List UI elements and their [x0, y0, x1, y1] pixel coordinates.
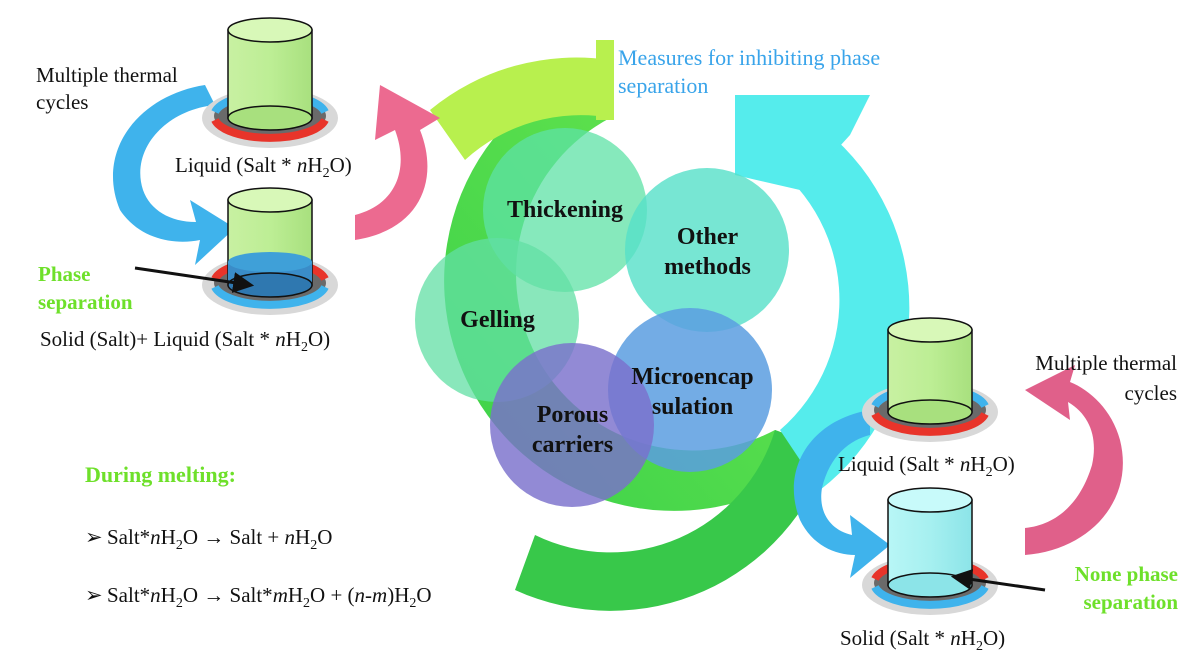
- left-multiple-cycles: Multiple thermal cycles: [36, 62, 178, 116]
- circle-other-methods: [625, 168, 789, 332]
- circle-porous-carriers: [490, 343, 654, 507]
- right-top-cylinder: [862, 317, 998, 442]
- left-multiple-line1: Multiple thermal: [36, 63, 178, 87]
- left-blue-curved-arrow: [112, 85, 235, 265]
- label-porous-line1: Porous: [536, 402, 609, 428]
- none-line2: separation: [1083, 590, 1179, 614]
- none-phase-separation-label: None phase separation: [1030, 560, 1178, 616]
- left-solid-liquid-label: Solid (Salt)+ Liquid (Salt * nH2O): [40, 327, 331, 356]
- none-phase-separation-pointer: [950, 569, 1046, 592]
- right-bottom-cylinder: [862, 487, 998, 615]
- melting-equation-1: ➢Salt*nH2O → Salt + nH2O: [85, 525, 333, 554]
- label-porous-carriers: Porous carriers: [500, 400, 645, 460]
- phase-separation-pointer: [134, 266, 255, 293]
- label-other-methods: Other methods: [640, 222, 775, 282]
- label-microencapsulation: Microencap sulation: [620, 362, 765, 422]
- phase-line1: Phase: [38, 262, 91, 286]
- ring-darkgreen-bottom: [515, 430, 830, 611]
- none-line1: None phase: [1074, 562, 1178, 586]
- phase-line2: separation: [38, 290, 133, 314]
- left-top-cylinder: [202, 17, 338, 148]
- ring-yellowgreen-top: [430, 57, 612, 160]
- measures-title: Measures for inhibiting phase separation: [618, 45, 881, 98]
- label-gelling: Gelling: [460, 307, 535, 333]
- method-circles: [415, 128, 789, 507]
- left-liquid-label: Liquid (Salt * nH2O): [175, 153, 352, 182]
- during-melting-title: During melting:: [85, 462, 236, 487]
- label-thickening: Thickening: [506, 197, 624, 223]
- right-multiple-cycles: Multiple thermal cycles: [992, 348, 1177, 408]
- label-other-line2: methods: [664, 254, 751, 280]
- left-pink-curved-arrow: [355, 85, 440, 240]
- phase-separation-label: Phase separation: [38, 260, 133, 316]
- right-liquid-label: Liquid (Salt * nH2O): [838, 452, 1015, 481]
- label-porous-line2: carriers: [531, 432, 614, 458]
- right-multiple-line1: Multiple thermal: [1035, 351, 1177, 375]
- bullet-arrow-icon: ➢: [85, 525, 103, 549]
- label-micro-line1: Microencap: [631, 364, 754, 390]
- ring-cyan-arrowhead: [735, 95, 870, 190]
- right-solid-label: Solid (Salt * nH2O): [840, 626, 1006, 655]
- label-micro-line2: sulation: [651, 394, 734, 420]
- label-other-line1: Other: [676, 224, 739, 250]
- right-multiple-line2: cycles: [1124, 381, 1177, 405]
- right-pink-curved-arrow: [1025, 365, 1123, 555]
- ring-yellowgreen-cap: [596, 40, 614, 120]
- right-blue-curved-arrow: [793, 410, 890, 578]
- left-multiple-line2: cycles: [36, 90, 89, 114]
- bullet-arrow-icon: ➢: [85, 583, 103, 607]
- melting-equation-2: ➢Salt*nH2O → Salt*mH2O + (n-m)H2O: [85, 583, 432, 612]
- left-bottom-cylinder: [202, 187, 338, 315]
